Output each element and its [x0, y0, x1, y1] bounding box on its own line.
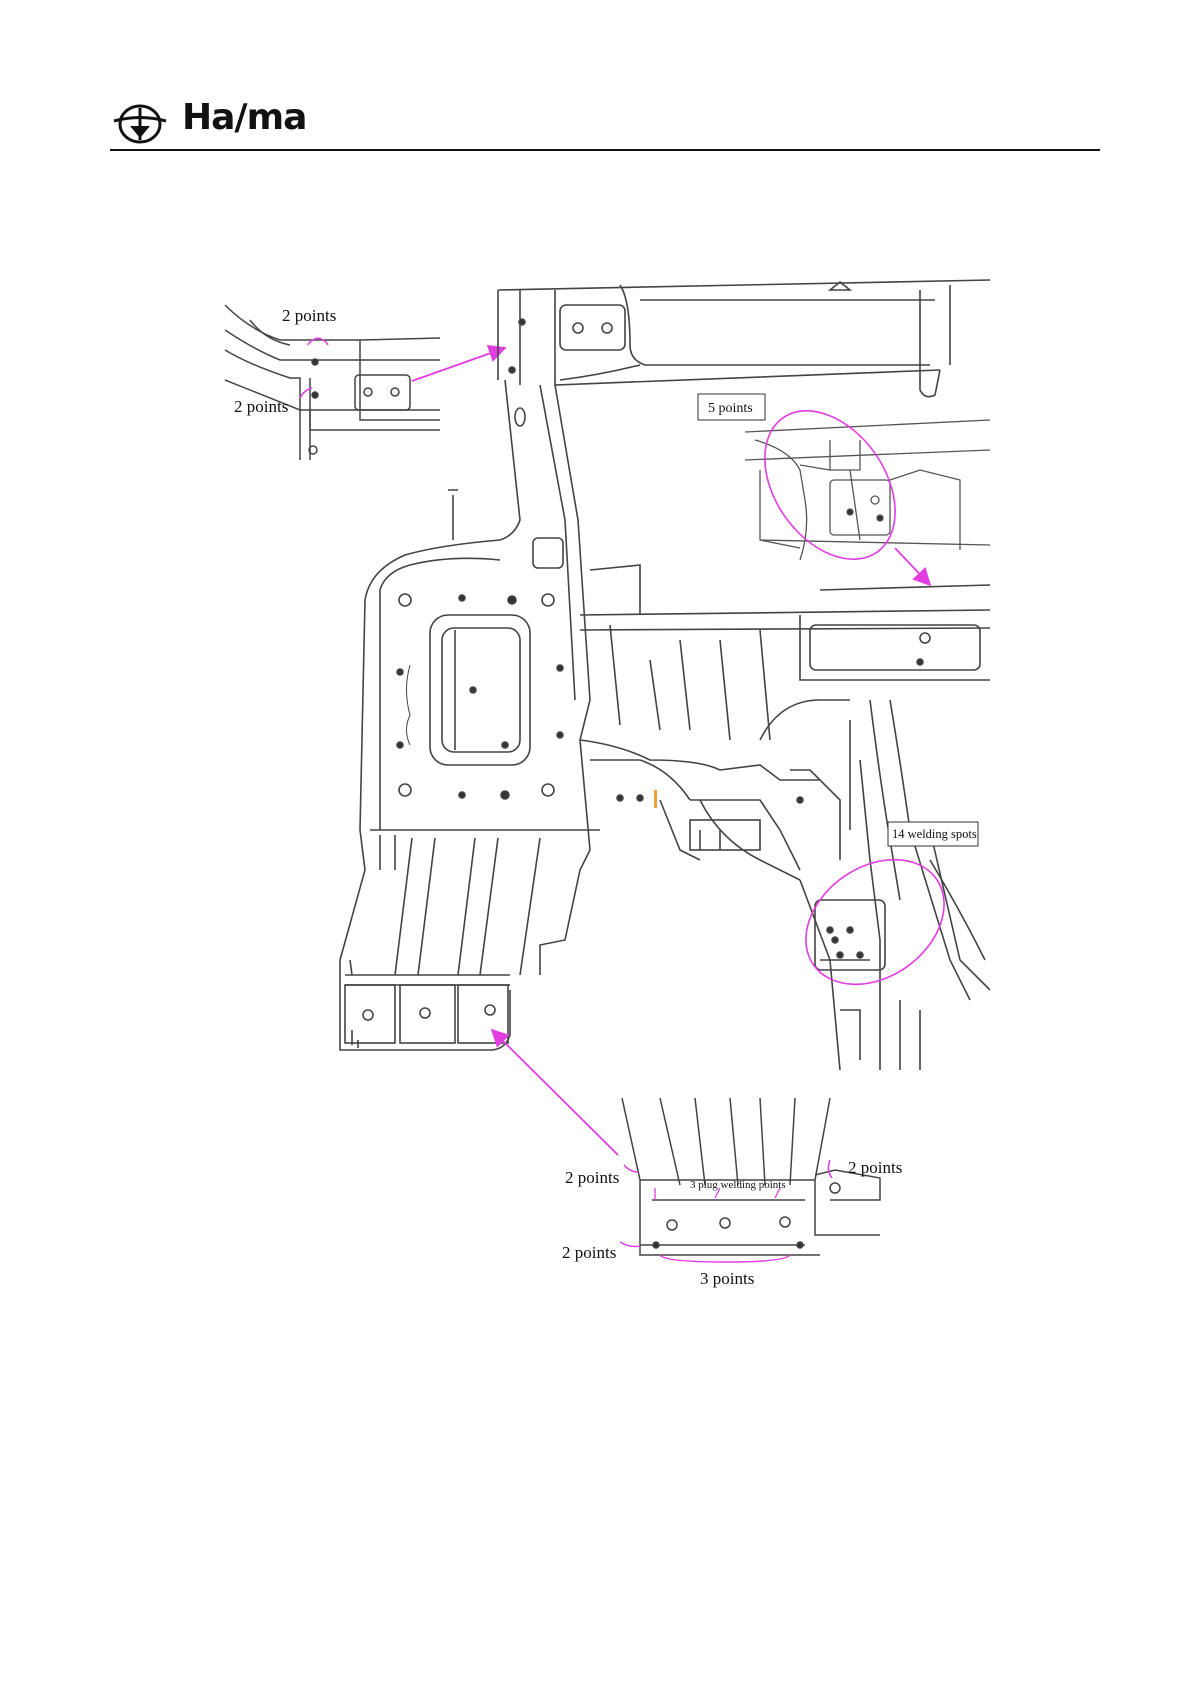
side-panel: [360, 540, 600, 870]
arrow-bottom-to-panel: [492, 1030, 618, 1155]
bracket-top-left-upper: [308, 338, 328, 345]
bracket-bottom-right: [828, 1160, 832, 1178]
callout-bottom-plug: 3 plug welding points: [690, 1179, 786, 1191]
bracket-bottom-left-upper: [624, 1165, 638, 1172]
bracket-bottom-left-lower: [620, 1242, 640, 1247]
rear-right-structure: [800, 700, 990, 1070]
inset-top-left: [225, 305, 440, 460]
callout-bottom-left-upper: 2 points: [565, 1168, 619, 1187]
inset-top-right: [745, 420, 990, 560]
orange-weld-mark: [654, 790, 657, 808]
callout-bottom-left-lower: 2 points: [562, 1243, 616, 1262]
callout-middle-right-box: 14 welding spots: [892, 827, 977, 841]
highlight-fourteen-spots: [782, 834, 968, 1010]
callout-bottom-right: 2 points: [848, 1158, 902, 1177]
arrow-five-points: [895, 548, 930, 585]
bracket-bottom-center: [660, 1255, 790, 1262]
upper-beam: [498, 280, 990, 397]
arrow-top-left: [412, 348, 505, 381]
callout-top-left-upper: 2 points: [282, 306, 336, 325]
pillar: [448, 380, 590, 740]
callout-top-left-lower: 2 points: [234, 397, 288, 416]
ribbed-lower-panel: [340, 838, 580, 1050]
inset-bottom: [622, 1098, 880, 1255]
callout-top-right-box: 5 points: [708, 401, 753, 416]
callout-bottom-center: 3 points: [700, 1269, 754, 1288]
